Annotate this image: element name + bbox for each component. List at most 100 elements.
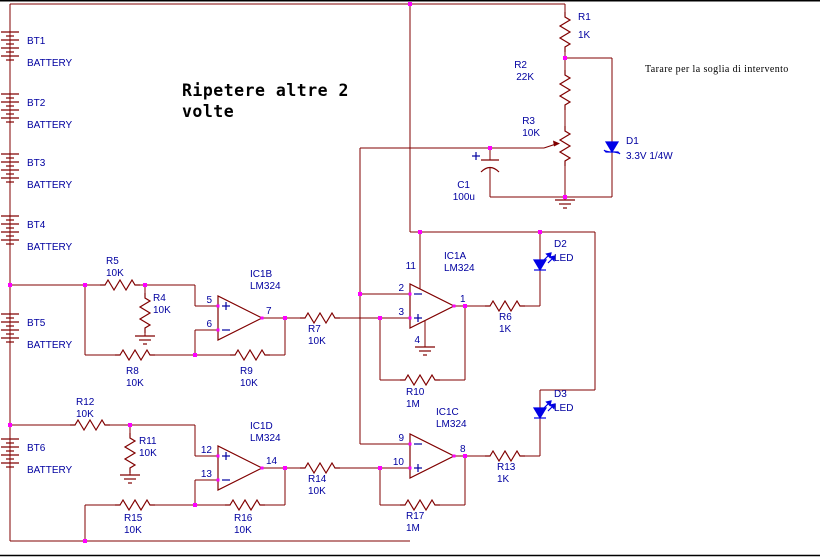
ref: R1 [578, 12, 591, 23]
part: LM324 [444, 263, 475, 274]
repeat-note-line1: Ripetere altre 2 [182, 81, 349, 100]
opamp-ic1c: IC1C LM324 9 10 8 [393, 407, 467, 479]
resistor-r4: R4 10K [139, 292, 171, 334]
pin-number: 9 [398, 433, 404, 444]
annotations: Ripetere altre 2 volte Tarare per la sog… [182, 64, 789, 121]
ref: IC1C [436, 407, 459, 418]
value: 1K [578, 30, 591, 41]
pin-number: 7 [266, 306, 272, 317]
ref: R11 [139, 436, 157, 447]
resistor-r13: R13 1K [484, 450, 526, 485]
ref: R6 [499, 312, 512, 323]
ref: D3 [554, 389, 567, 400]
ref: R3 [522, 116, 535, 127]
value: 22K [516, 72, 534, 83]
ref: IC1B [250, 269, 273, 280]
ref: R5 [106, 256, 119, 267]
battery-ref: BT3 [27, 158, 46, 169]
value: 10K [76, 409, 94, 420]
part: LM324 [436, 419, 467, 430]
battery-type: BATTERY [27, 58, 73, 69]
ref: R15 [124, 513, 143, 524]
zener-icon [603, 141, 621, 155]
resistor-r16: R16 10K [224, 499, 266, 536]
battery-bt3: BT3 BATTERY [0, 153, 73, 191]
battery-type: BATTERY [27, 242, 73, 253]
pin-number: 11 [406, 261, 417, 272]
value: 10K [308, 486, 326, 497]
value: LED [554, 403, 573, 414]
ref: D2 [554, 239, 567, 250]
pin-number: 14 [266, 456, 278, 467]
value: 10K [106, 268, 124, 279]
resistor-r12: R12 10K [69, 397, 111, 431]
led-d3: D3 LED [533, 389, 573, 419]
pin-number: 8 [460, 444, 466, 455]
battery-bt6: BT6 BATTERY [0, 438, 73, 476]
ground-icon [414, 346, 436, 356]
ref: IC1D [250, 421, 273, 432]
battery-bt5: BT5 BATTERY [0, 313, 73, 351]
battery-ref: BT4 [27, 220, 46, 231]
resistor-r5: R5 10K [99, 256, 141, 291]
value: 10K [240, 378, 258, 389]
resistor-r3-pot: R3 10K [522, 116, 571, 167]
calibration-note: Tarare per la soglia di intervento [645, 64, 789, 75]
battery-ref: BT6 [27, 443, 46, 454]
resistor-r6: R6 1K [484, 300, 526, 335]
pin-number: 6 [206, 319, 212, 330]
part: LM324 [250, 433, 281, 444]
ref: R13 [497, 462, 516, 473]
battery-bt4: BT4 BATTERY [0, 215, 73, 253]
value: 10K [139, 448, 157, 459]
led-d2: D2 LED [533, 239, 573, 271]
resistor-r9: R9 10K [229, 349, 271, 389]
ground-icon [554, 199, 576, 209]
battery-ref: BT1 [27, 36, 46, 47]
resistor-r2: R2 22K [514, 60, 571, 111]
led-icon [533, 252, 556, 271]
ground-icons [119, 199, 576, 484]
opamp-ic1b: IC1B LM324 5 6 7 [206, 269, 281, 341]
ref: R4 [153, 293, 166, 304]
value: 3.3V 1/4W [626, 151, 673, 162]
ref: R16 [234, 513, 253, 524]
ref: R9 [240, 366, 253, 377]
ref: R10 [406, 387, 425, 398]
capacitor-c1: C1 100u [453, 152, 500, 203]
pin-number: 1 [460, 294, 466, 305]
value: 10K [126, 378, 144, 389]
battery-type: BATTERY [27, 465, 73, 476]
resistor-r11: R11 10K [124, 432, 157, 474]
value: 100u [453, 192, 475, 203]
ground-icon [134, 335, 156, 345]
ref: R14 [308, 474, 327, 485]
ref: R7 [308, 324, 321, 335]
zener-diode-d1: D1 3.3V 1/4W [603, 136, 673, 162]
ref: C1 [457, 180, 470, 191]
value: 10K [153, 305, 171, 316]
ref: R17 [406, 511, 425, 522]
resistor-r14: R14 10K [299, 462, 341, 497]
pin-number: 4 [414, 335, 420, 346]
pin-number: 3 [398, 307, 404, 318]
resistor-r1: R1 1K [559, 11, 591, 53]
value: 10K [234, 525, 252, 536]
resistor-r8: R8 10K [114, 349, 156, 389]
value: 10K [522, 128, 540, 139]
resistor-r7: R7 10K [299, 312, 341, 347]
ref: IC1A [444, 251, 467, 262]
resistor-r10: R10 1M [399, 374, 441, 410]
ref: D1 [626, 136, 639, 147]
pin-number: 12 [201, 445, 213, 456]
pin-number: 5 [206, 295, 212, 306]
resistor-r15: R15 10K [114, 499, 156, 536]
pin-number: 13 [201, 469, 213, 480]
battery-ref: BT2 [27, 98, 46, 109]
ground-icon [119, 474, 141, 484]
pot-wiper-arrow-icon [543, 140, 560, 149]
resistor-r17: R17 1M [399, 499, 441, 534]
ref: R2 [514, 60, 527, 71]
